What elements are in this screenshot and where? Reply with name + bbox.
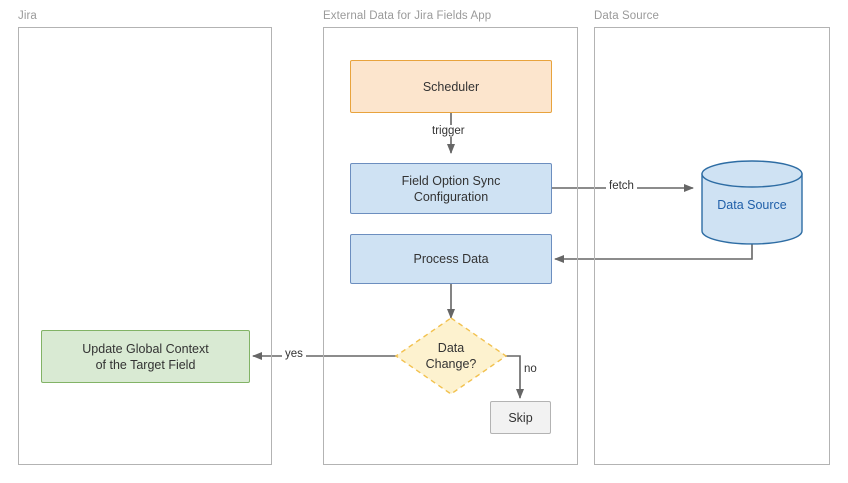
lane-box-jira (18, 27, 272, 465)
node-scheduler-label: Scheduler (422, 79, 480, 94)
edge-label-yes: yes (282, 348, 306, 360)
edge-label-no: no (521, 363, 540, 375)
node-sync-config-label-line1: Field Option Sync (401, 173, 501, 188)
lane-box-datasource (594, 27, 830, 465)
edge-label-trigger: trigger (429, 125, 468, 137)
node-data-source[interactable] (701, 160, 803, 245)
node-update-global-context-label-line1: Update Global Context (82, 341, 209, 356)
node-sync-config[interactable]: Field Option Sync Configuration (350, 163, 552, 214)
node-data-change[interactable] (394, 317, 508, 395)
lane-box-app (323, 27, 578, 465)
node-process-data-label: Process Data (413, 252, 489, 266)
lane-title-jira: Jira (18, 10, 37, 22)
node-update-global-context-label-line2: of the Target Field (95, 357, 196, 372)
lane-title-app: External Data for Jira Fields App (323, 10, 492, 22)
edge-label-fetch: fetch (606, 180, 637, 192)
edge-no (505, 355, 524, 399)
node-skip[interactable]: Skip (490, 401, 551, 434)
node-sync-config-label-line2: Configuration (413, 189, 489, 204)
node-scheduler[interactable]: Scheduler (350, 60, 552, 113)
node-skip-label: Skip (508, 410, 533, 425)
node-update-global-context[interactable]: Update Global Context of the Target Fiel… (41, 330, 250, 383)
node-process-data[interactable]: Process Data (350, 234, 552, 284)
lane-title-datasource: Data Source (594, 10, 660, 22)
